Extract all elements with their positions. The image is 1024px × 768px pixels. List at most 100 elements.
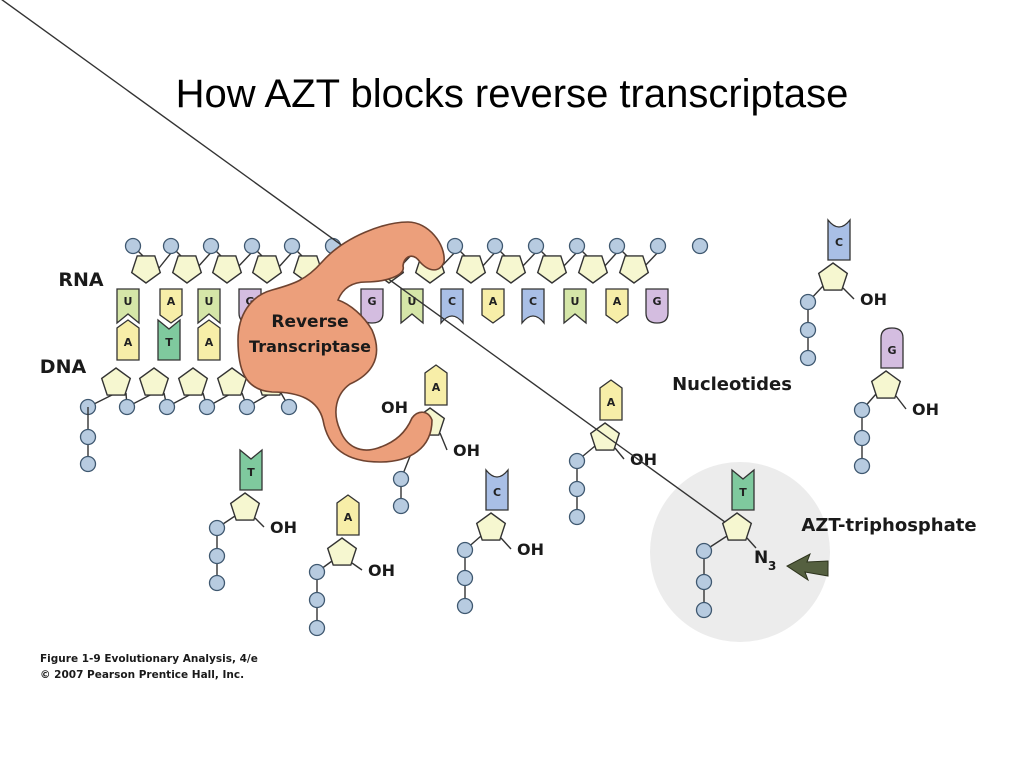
free-nucleotide-c: C OH	[799, 218, 887, 367]
sugar	[721, 512, 753, 541]
rna-sugar	[618, 255, 650, 284]
phosphate	[456, 597, 474, 615]
base-a	[599, 379, 623, 421]
dna-phosphate	[79, 455, 97, 473]
rna-base-c	[440, 288, 464, 325]
oh-label-growing-strand: OH	[381, 398, 408, 417]
sugar	[870, 370, 902, 399]
base-letter-c: C	[529, 295, 537, 308]
base-letter-c: C	[493, 486, 501, 499]
reverse-transcriptase-enzyme	[237, 221, 445, 463]
base-g	[880, 327, 904, 369]
base-letter-u: U	[124, 295, 133, 308]
rna-phosphate	[568, 237, 586, 255]
base-letter-a: A	[613, 295, 622, 308]
phosphate	[695, 573, 713, 591]
rna-sugar	[251, 255, 283, 284]
base-letter-t: T	[739, 486, 747, 499]
free-nucleotide-c: C OH	[456, 468, 544, 615]
phosphate	[456, 569, 474, 587]
base-letter-g: G	[245, 295, 254, 308]
rna-sugar	[171, 255, 203, 284]
rna-sugar	[495, 255, 527, 284]
base-letter-a: A	[607, 396, 616, 409]
rna-phosphate	[486, 237, 504, 255]
bond	[351, 562, 363, 571]
azt-arrow	[786, 552, 829, 582]
rna-sugar	[130, 255, 162, 284]
bond	[895, 395, 907, 410]
base-letter-g: G	[887, 344, 896, 357]
phosphate	[392, 470, 410, 488]
bond	[746, 537, 757, 549]
dna-phosphate	[118, 398, 136, 416]
rna-phosphate	[243, 237, 261, 255]
dna-base-a	[197, 319, 221, 361]
phosphate	[308, 563, 326, 581]
phosphate	[568, 508, 586, 526]
dna-sugar	[100, 367, 132, 396]
rna-base-g	[645, 288, 669, 324]
base-letter-t: T	[247, 466, 255, 479]
base-letter-a: A	[205, 336, 214, 349]
rna-base-c	[521, 288, 545, 325]
rna-phosphate	[202, 237, 220, 255]
rna-phosphate	[446, 237, 464, 255]
bond	[254, 517, 265, 528]
rna-base-u	[197, 288, 221, 325]
enzyme-label-line2: Transcriptase	[249, 337, 371, 356]
free-nucleotide-a: AOH	[568, 379, 657, 526]
rna-base-a	[159, 288, 183, 324]
base-letter-a: A	[489, 295, 498, 308]
nucleotides-label: Nucleotides	[672, 374, 792, 395]
phosphate	[308, 619, 326, 637]
rna-base-u	[563, 288, 587, 325]
dna-phosphate	[238, 398, 256, 416]
rna-base-a	[481, 288, 505, 324]
base-letter-a: A	[167, 295, 176, 308]
credit-line-1: Figure 1-9 Evolutionary Analysis, 4/e	[40, 653, 258, 665]
sugar	[229, 492, 261, 521]
rna-phosphate	[527, 237, 545, 255]
free-nucleotide-t: TOH	[208, 448, 297, 592]
rna-base-u	[116, 288, 140, 325]
phosphate	[695, 601, 713, 619]
phosphate	[392, 497, 410, 515]
phosphate	[695, 542, 713, 560]
azt-triphosphate-label: AZT-triphosphate	[801, 515, 976, 536]
n3-label: N	[754, 548, 768, 568]
phosphate	[568, 452, 586, 470]
free-nucleotide-g: G OH	[853, 327, 939, 475]
slide-title: How AZT blocks reverse transcriptase	[175, 72, 849, 116]
phosphate	[208, 574, 226, 592]
base-letter-c: C	[835, 236, 843, 249]
oh-label: OH	[912, 400, 939, 419]
base-letter-c: C	[448, 295, 456, 308]
base-t	[731, 468, 755, 511]
oh-label: OH	[368, 561, 395, 580]
dna-phosphate	[79, 428, 97, 446]
base-letter-u: U	[408, 295, 417, 308]
azt-highlight-circle	[650, 462, 830, 642]
bond	[842, 287, 855, 300]
rna-phosphate	[283, 237, 301, 255]
phosphate	[208, 547, 226, 565]
rna-label: RNA	[58, 269, 104, 291]
dna-phosphate	[198, 398, 216, 416]
dna-sugar	[216, 367, 248, 396]
dna-base-a	[116, 319, 140, 361]
base-a	[424, 364, 448, 406]
bond	[614, 447, 625, 460]
rna-sugar	[455, 255, 487, 284]
base-letter-a: A	[432, 381, 441, 394]
base-letter-u: U	[205, 295, 214, 308]
phosphate	[308, 591, 326, 609]
base-c	[485, 468, 509, 511]
rna-phosphate	[691, 237, 709, 255]
rna-phosphate	[649, 237, 667, 255]
oh-label: OH	[860, 290, 887, 309]
rna-base-a	[605, 288, 629, 324]
oh-label: OH	[517, 540, 544, 559]
phosphate	[568, 480, 586, 498]
base-c	[827, 218, 851, 261]
